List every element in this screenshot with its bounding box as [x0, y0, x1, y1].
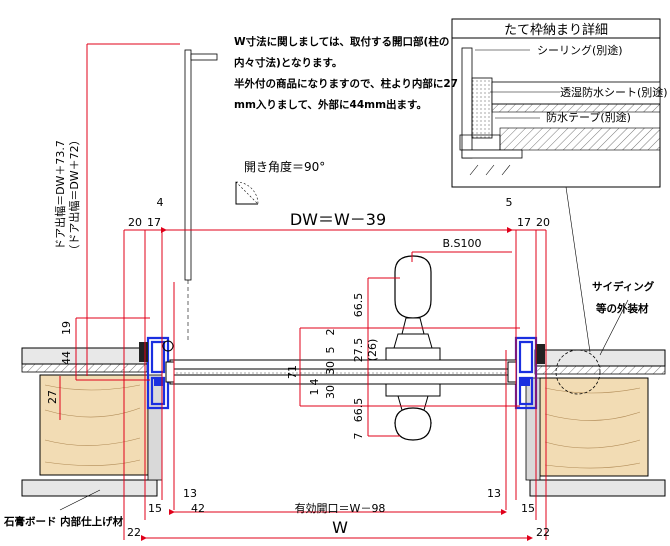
- w-label: W: [332, 518, 348, 537]
- dim-2: 2: [324, 329, 337, 336]
- dim-4: 4: [308, 379, 321, 386]
- opening-angle-label: 開き角度＝90°: [244, 159, 325, 174]
- wood-grain-right: [544, 387, 641, 469]
- door-leaf-skin-inner: [169, 374, 517, 385]
- dim-30-bottom: 30: [324, 385, 337, 399]
- effective-opening-label: 有効開口＝W－98: [295, 501, 386, 515]
- siding-leader: [599, 299, 629, 356]
- dim-5: 5: [324, 347, 337, 354]
- detail-drawing: [459, 47, 661, 176]
- dim-44: 44: [60, 351, 73, 365]
- dim-7: 7: [352, 433, 365, 440]
- detail-callout: [555, 349, 601, 395]
- detail-inset-header: [451, 18, 661, 39]
- door-open-stop: [190, 53, 218, 61]
- dw-label: DW＝W－39: [290, 210, 386, 229]
- dim-15-left: 15: [148, 502, 162, 515]
- dim-right-20: 20: [536, 216, 550, 229]
- note-line-2: 内々寸法)となります。: [234, 57, 343, 69]
- dim-13-right: 13: [487, 487, 501, 500]
- siding-label-1: サイディング: [592, 280, 655, 293]
- detail-sealing-label: シーリング(別途): [537, 43, 623, 57]
- seal-left: [139, 342, 148, 362]
- gypsum-left: [21, 479, 158, 497]
- frame-left-rail: [154, 378, 164, 386]
- door-knob: [385, 255, 441, 441]
- installation-note: W寸法に関しましては、取付する開口部(柱の 内々寸法)となります。 半外付の商品…: [234, 32, 458, 116]
- seal-right: [536, 344, 545, 364]
- gypsum-right: [529, 479, 666, 497]
- dim-66-5-bottom: 66.5: [352, 398, 365, 423]
- door-open-position: [184, 49, 192, 281]
- detail-tape-label: 防水テープ(別途): [546, 110, 631, 124]
- dim-27: 27: [46, 390, 59, 404]
- door-leaf-core: [169, 368, 517, 376]
- stud-left: [39, 374, 149, 476]
- note-line-1: W寸法に関しましては、取付する開口部(柱の: [234, 36, 450, 48]
- detail-title: たて枠納まり詳細: [504, 22, 608, 38]
- dim-left-17: 17: [147, 216, 161, 229]
- board-label: 石膏ボード 内部仕上げ材: [3, 515, 124, 528]
- bs-label: B.S100: [442, 237, 481, 250]
- note-line-4: mm入りまして、外部に44mm出ます。: [234, 99, 427, 111]
- note-line-3: 半外付の商品になりますので、柱より内部に27: [234, 78, 458, 90]
- door-width-label: ドア出幅＝DW＋73.7: [53, 140, 67, 250]
- siding-left: [21, 347, 148, 365]
- door-leaf-skin-outer: [169, 359, 517, 370]
- door-edge-latch: [507, 361, 517, 383]
- dim-right-17: 17: [517, 216, 531, 229]
- dim-22-left: 22: [127, 526, 141, 539]
- siding-label-2: 等の外装材: [595, 302, 649, 315]
- dim-19: 19: [60, 321, 73, 335]
- board-leader: [59, 489, 101, 511]
- dim-26: (26): [366, 339, 379, 362]
- dim-right-5: 5: [506, 196, 513, 209]
- dim-13-left: 13: [183, 487, 197, 500]
- dim-66-5-top: 66.5: [352, 293, 365, 318]
- dim-71: 71: [286, 365, 299, 379]
- dimension-lines: [59, 43, 547, 541]
- sheet-left: [21, 363, 148, 373]
- hinge-pin: [162, 340, 174, 352]
- dim-15-right: 15: [521, 502, 535, 515]
- dim-30-top: 30: [324, 361, 337, 375]
- dim-left-4: 4: [157, 196, 164, 209]
- detail-sheet-label: 透湿防水シート(別途): [560, 85, 668, 99]
- frame-right-rail: [520, 378, 530, 386]
- inner-post-left: [147, 374, 163, 481]
- door-width-alt-label: （ドア出幅＝DW＋72）: [67, 134, 81, 255]
- siding-right: [534, 349, 666, 367]
- detail-leader: [565, 186, 591, 353]
- stud-right: [539, 377, 649, 477]
- angle-glyph: [235, 182, 258, 205]
- dim-1: 1: [308, 389, 321, 396]
- dim-42: 42: [191, 502, 205, 515]
- dim-27-5: 27.5: [352, 338, 365, 363]
- dim-left-20: 20: [128, 216, 142, 229]
- dim-22-right: 22: [536, 526, 550, 539]
- door-edge-hinge: [165, 361, 175, 383]
- wood-grain-left: [44, 384, 141, 466]
